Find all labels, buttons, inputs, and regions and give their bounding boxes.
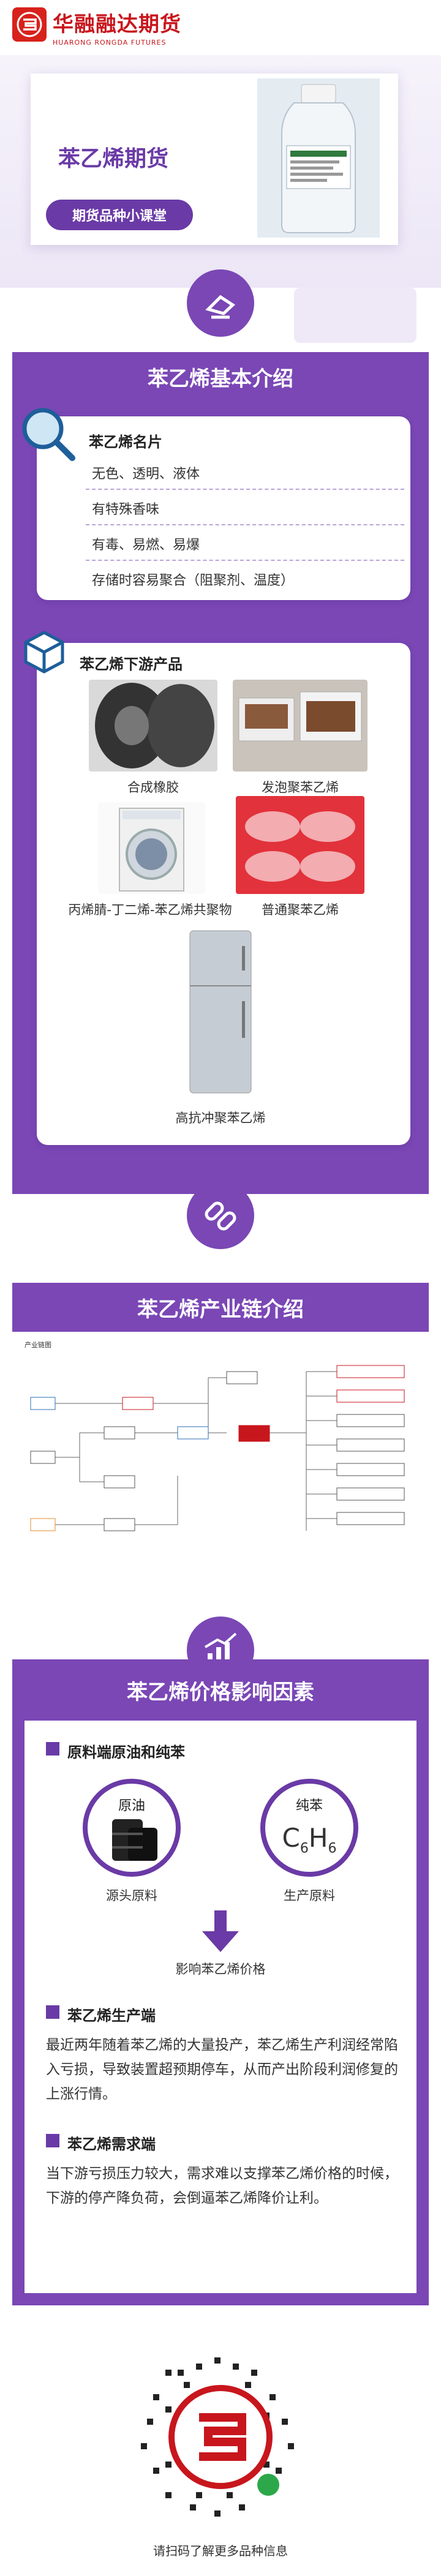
prop-item: 有毒、易燃、易爆 [86, 525, 404, 561]
product-caption: 合成橡胶 [127, 780, 179, 795]
brand-logo-icon [12, 7, 47, 42]
prop-item: 存储时容易聚合（阻聚剂、温度） [92, 573, 295, 588]
bullet-square-icon [46, 2134, 59, 2147]
demand-paragraph: 当下游亏损压力较大，需求难以支撑苯乙烯价格的时候，下游的停产降负荷，会倒逼苯乙烯… [46, 2166, 398, 2206]
brand-name-cn: 华融融达期货 [53, 12, 181, 37]
refrigerator-image [181, 928, 260, 1099]
product-caption: 普通聚苯乙烯 [262, 903, 339, 917]
cube-icon [20, 628, 69, 677]
price-subhead-raw: 原料端原油和纯苯 [67, 1743, 185, 1761]
benzene-label: 纯苯 [295, 1798, 323, 1814]
bullet-square-icon [46, 2005, 59, 2019]
downstream-card-title: 苯乙烯下游产品 [80, 655, 183, 673]
hand-icon [187, 269, 254, 337]
product-caption: 丙烯腈-丁二烯-苯乙烯共聚物 [68, 903, 232, 917]
styrene-card [37, 416, 410, 600]
benzene-caption: 生产原料 [284, 1888, 335, 1903]
arrow-down-icon [202, 1910, 239, 1952]
arrow-caption: 影响苯乙烯价格 [175, 1962, 266, 1977]
price-subhead-production: 苯乙烯生产端 [67, 2007, 156, 2024]
hero-title: 苯乙烯期货 [58, 146, 169, 171]
link-icon [187, 1182, 254, 1249]
footer-caption: 请扫码了解更多品种信息 [153, 2544, 288, 2558]
price-section-title: 苯乙烯价格影响因素 [12, 1665, 429, 1714]
magnifier-icon [18, 404, 77, 463]
chart-decoration-icon [294, 288, 417, 343]
qr-code[interactable] [129, 2345, 312, 2529]
brand-wordmark: 华融融达期货 HUARONG RONGDA FUTURES [53, 7, 181, 47]
benzene-circle: 纯苯 C6H6 [260, 1779, 358, 1877]
price-subhead-demand: 苯乙烯需求端 [67, 2135, 156, 2153]
basic-section-title: 苯乙烯基本介绍 [12, 352, 429, 401]
production-paragraph: 最近两年随着苯乙烯的大量投产，苯乙烯生产利润经常陷入亏损，导致装置超预期停车，从… [46, 2037, 398, 2102]
chain-section-title: 苯乙烯产业链介绍 [12, 1283, 429, 1332]
styrene-card-title: 苯乙烯名片 [89, 433, 162, 451]
polystyrene-cups-image [236, 796, 364, 894]
tire-image [89, 680, 217, 772]
product-caption: 发泡聚苯乙烯 [262, 780, 339, 795]
oil-label: 原油 [118, 1798, 145, 1814]
prop-item: 无色、透明、液体 [86, 454, 404, 490]
bullet-square-icon [46, 1742, 59, 1756]
prop-item: 有特殊香味 [86, 490, 404, 525]
oil-caption: 源头原料 [106, 1888, 157, 1903]
hero-subtitle-pill: 期货品种小课堂 [46, 200, 193, 230]
crude-oil-circle: 原油 [83, 1779, 181, 1877]
styrene-bottle-image [257, 78, 380, 238]
brand-name-en: HUARONG RONGDA FUTURES [53, 39, 167, 47]
styrene-props-list: 无色、透明、液体 有特殊香味 有毒、易燃、易爆 存储时容易聚合（阻聚剂、温度） [86, 454, 404, 595]
washing-machine-image [98, 802, 205, 894]
chain-diagram-label: 产业链图 [24, 1341, 51, 1349]
oil-barrel-icon [112, 1819, 157, 1861]
industry-chain-diagram [24, 1353, 417, 1555]
product-caption: 高抗冲聚苯乙烯 [175, 1111, 266, 1125]
foam-box-image [233, 680, 368, 772]
benzene-formula: C6H6 [282, 1823, 337, 1857]
